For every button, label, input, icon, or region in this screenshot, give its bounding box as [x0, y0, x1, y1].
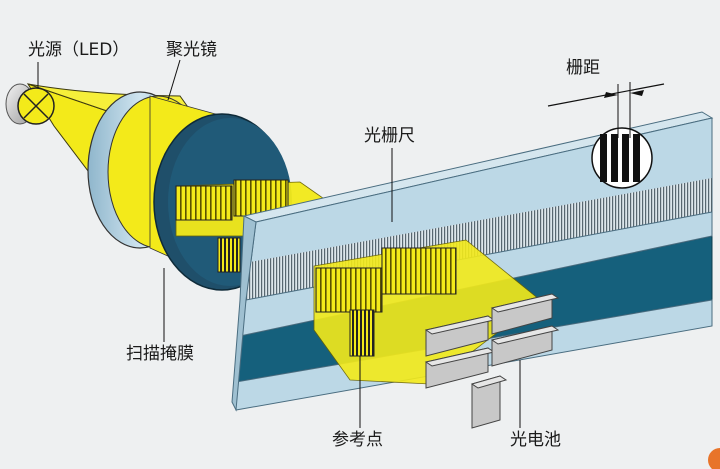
- grating-pitch-dimension: [547, 82, 665, 138]
- reference-mark-label: 参考点: [332, 430, 383, 450]
- photocell-group: [424, 293, 560, 429]
- scale-label: 光栅尺: [364, 126, 415, 146]
- grating-pitch-magnifier: [591, 127, 653, 189]
- exit-window-b: [381, 247, 457, 295]
- led-label: 光源（LED）: [28, 40, 130, 60]
- led-icon: [17, 87, 55, 125]
- condenser-label: 聚光镜: [166, 40, 217, 60]
- reference-mark-window: [349, 309, 375, 357]
- corner-badge: [708, 448, 720, 469]
- mask-window-a: [175, 185, 233, 221]
- photocell-label: 光电池: [510, 430, 561, 450]
- condenser-leader: [167, 59, 181, 101]
- scanning-mask-label: 扫描掩膜: [126, 344, 194, 364]
- grating-pitch-label: 栅距: [566, 58, 600, 78]
- scale-left-end: [231, 215, 257, 412]
- exit-window-a: [315, 267, 383, 313]
- mask-ref-window: [217, 237, 241, 273]
